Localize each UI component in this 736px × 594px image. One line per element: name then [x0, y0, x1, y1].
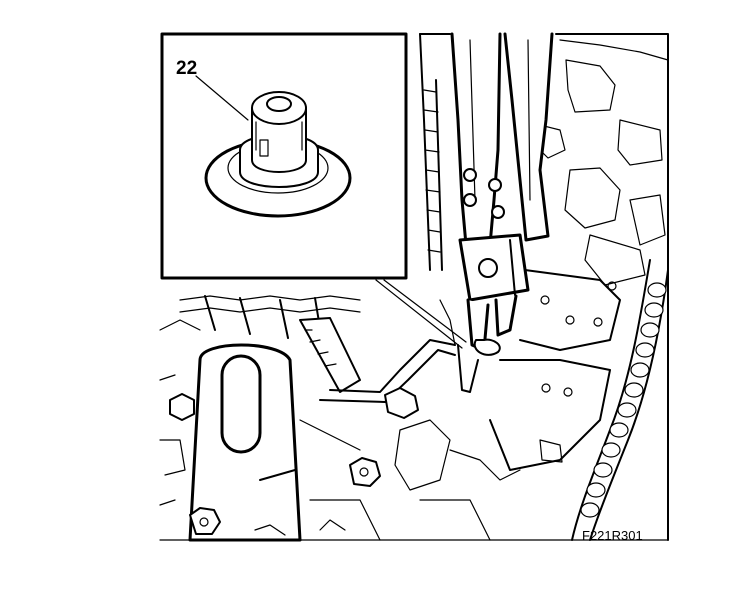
figure-code: F221R301: [582, 528, 643, 543]
chain-links: [580, 282, 667, 518]
valve-seal-pliers: [450, 32, 554, 393]
bolt-mid-icon: [349, 457, 381, 487]
valve-spring-upper: [423, 79, 443, 271]
lifting-bracket: [188, 343, 302, 542]
pipe-line: [319, 339, 456, 403]
camshaft-lobes: [179, 295, 361, 393]
inset-leader-line: [375, 279, 463, 349]
bolt-valve-icon: [384, 387, 419, 419]
detail-inset: 22: [160, 32, 467, 349]
callout-leader: [195, 75, 249, 121]
valve-stem-seal: [204, 91, 352, 218]
cylinder-head-block: [489, 269, 621, 471]
callout-number: 22: [176, 58, 197, 79]
cylinder-head-outline: [419, 33, 669, 541]
bolt-left-icon: [189, 507, 221, 535]
bolt-heads: [169, 387, 419, 535]
engine-illustration: [159, 32, 669, 542]
bolt-upper-left-icon: [169, 393, 195, 421]
timing-chain: [571, 259, 669, 541]
lower-engine-details: [159, 299, 669, 541]
